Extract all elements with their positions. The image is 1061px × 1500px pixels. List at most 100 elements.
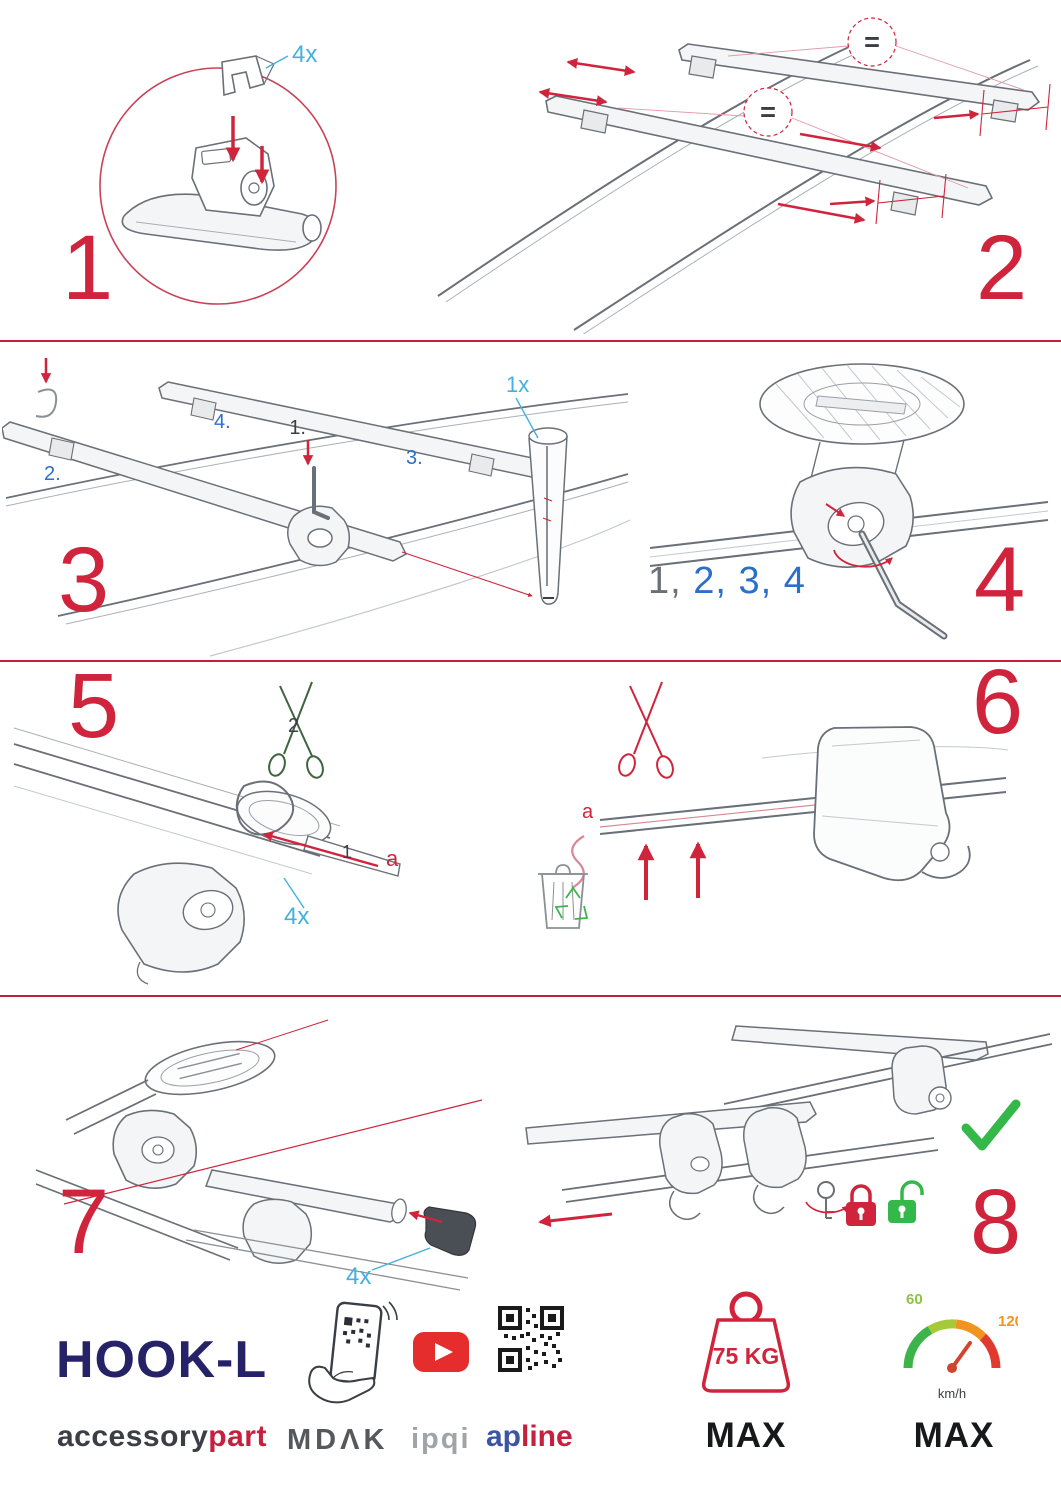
- step-5-label-1: 1: [342, 842, 352, 862]
- funnel-tool-drawing: [528, 427, 568, 605]
- speed-max-label: MAX: [913, 1416, 995, 1455]
- step-1-number: 1: [62, 217, 114, 319]
- strap-routing-line: [401, 551, 533, 597]
- foot-clamp-drawing: [117, 862, 245, 985]
- magnifier-circle-icon: [99, 67, 337, 305]
- rotate-arrow-icon: [833, 549, 893, 568]
- crossbar-drawing: [121, 193, 322, 251]
- speedometer-needle: [950, 1341, 972, 1370]
- rail-top-view-drawing: [759, 363, 965, 483]
- logo-ipqi: ipqi: [411, 1423, 471, 1455]
- clamp-drawing: [790, 466, 914, 568]
- equal-spacing-badge: [847, 17, 897, 67]
- logo-apline-line: line: [521, 1420, 573, 1453]
- scissors-icon: [618, 681, 674, 779]
- mounted-bar-drawing: [723, 1025, 1053, 1115]
- qty-pointer-line: [283, 877, 305, 909]
- pointer-line: [235, 1019, 329, 1051]
- step-4-illustration: [649, 363, 1049, 640]
- sequence-gray: 1,: [648, 560, 682, 602]
- crossbars-drawing: [2, 381, 550, 567]
- step-8-illustration: [525, 1025, 1053, 1228]
- weight-value-label: 75 KG: [713, 1343, 779, 1369]
- step-7-qty-label: 4x: [346, 1263, 371, 1290]
- product-name: HOOK-L: [56, 1331, 268, 1389]
- step-1-illustration: 4x: [99, 41, 337, 305]
- section-divider: [0, 660, 1061, 662]
- cut-strap-piece: [571, 835, 585, 889]
- equal-spacing-badge: [743, 87, 793, 137]
- step-3-label-2: 2.: [44, 463, 61, 485]
- youtube-play-icon: [413, 1332, 469, 1372]
- step-5-label-2: 2: [288, 715, 299, 737]
- end-cap-view-drawing: [185, 1169, 477, 1291]
- lock-step-drawing: [525, 1101, 939, 1221]
- step-8-number: 8: [970, 1171, 1022, 1273]
- pull-strap-arrow-icon: [262, 831, 379, 868]
- speed-unit-label: km/h: [938, 1386, 966, 1401]
- brand-part: part: [208, 1420, 267, 1453]
- bar-open-end-drawing: [35, 1040, 276, 1261]
- step-5-qty-label: 4x: [284, 903, 309, 930]
- section-divider: [0, 995, 1061, 997]
- step-5-label-a: a: [386, 846, 399, 871]
- turn-key-arrow-icon: [805, 1201, 849, 1214]
- step-3-qty-label: 1x: [506, 372, 529, 397]
- step-3-illustration: 1. 4. 2. 3. 1x: [2, 358, 630, 657]
- step-3-label-1: 1.: [289, 417, 306, 439]
- step-3-label-4: 4.: [214, 411, 231, 433]
- qty-pointer-line: [515, 397, 539, 439]
- lock-closed-icon: [846, 1184, 876, 1226]
- weight-max-label: MAX: [705, 1416, 787, 1455]
- weight-max-icon: 75 KG: [701, 1291, 791, 1393]
- qty-pointer-line: [371, 1247, 431, 1271]
- allen-key-icon: [858, 530, 948, 640]
- recycle-bin-icon: [538, 864, 589, 929]
- strap-curl-drawing: [35, 388, 58, 418]
- bar-end-drawing: [235, 780, 332, 846]
- step-3-label-3: 3.: [406, 447, 423, 469]
- logo-apline: apline: [486, 1420, 573, 1454]
- bracket-piece-drawing: [221, 55, 275, 97]
- logo-apline-ap: ap: [486, 1420, 522, 1453]
- screw-arrow-icon: [825, 503, 846, 517]
- equal-pointer-lines: [617, 45, 1025, 189]
- step-6-label-a: a: [582, 801, 594, 823]
- step-6-illustration: a: [538, 681, 1009, 929]
- qr-code-icon: [498, 1306, 564, 1372]
- check-icon: [961, 1099, 1021, 1151]
- section-divider: [0, 340, 1061, 342]
- step-7-number: 7: [58, 1171, 110, 1273]
- brand-accessory: accessory: [57, 1420, 209, 1453]
- divider-pointer-line: [63, 1099, 483, 1205]
- lock-open-icon: [888, 1180, 924, 1223]
- qty-pointer-line: [265, 55, 289, 69]
- allen-key-icon: [312, 466, 330, 520]
- crossbars-drawing: [545, 43, 1041, 216]
- step-4-number: 4: [974, 529, 1026, 631]
- step-7-illustration: 4x: [35, 1019, 483, 1291]
- sequence-blue: 2, 3, 4: [681, 560, 806, 602]
- slide-arrow-icon: [538, 1212, 613, 1228]
- insert-cap-arrow-icon: [408, 1210, 443, 1224]
- brand-wordmark: accessorypart: [57, 1420, 267, 1454]
- phone-qr-scan-icon: [308, 1301, 398, 1404]
- scissors-icon: [268, 681, 324, 779]
- equal-sign: =: [864, 27, 880, 57]
- step-2-number: 2: [976, 217, 1028, 319]
- logo-mdak: MDΛK: [287, 1424, 389, 1456]
- foot-clamp-drawing: [813, 726, 971, 882]
- equal-sign: =: [760, 97, 776, 127]
- step-5-number: 5: [68, 655, 120, 757]
- speed-low-label: 60: [906, 1291, 923, 1308]
- end-cap-piece: [423, 1206, 477, 1256]
- step-6-number: 6: [972, 651, 1024, 753]
- step-4-sequence: 1, 2, 3, 4: [648, 560, 806, 603]
- step-1-qty-label: 4x: [292, 41, 317, 68]
- step-3-number: 3: [58, 529, 110, 631]
- adjust-arrows: [538, 57, 1051, 225]
- speedometer-icon: 60 120 km/h: [903, 1291, 1018, 1401]
- key-icon: [817, 1181, 835, 1219]
- speed-high-label: 120: [998, 1313, 1018, 1330]
